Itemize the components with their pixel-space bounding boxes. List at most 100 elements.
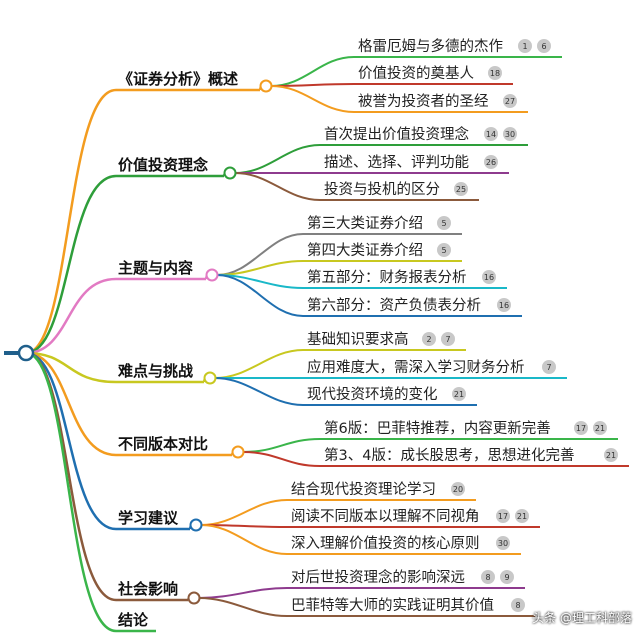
branch-connector	[25, 88, 117, 355]
branch-node	[187, 591, 201, 605]
leaf-label: 第五部分：财务报表分析	[307, 268, 467, 286]
branch-node	[189, 518, 203, 532]
leaf-connector	[214, 349, 304, 379]
citation-number: 8	[515, 601, 520, 610]
citation-number: 30	[505, 130, 515, 139]
branch-label: 价值投资理念	[118, 156, 208, 174]
leaf-connector	[200, 524, 288, 555]
leaf-label: 被誉为投资者的圣经	[358, 93, 489, 110]
citation-badge	[511, 598, 525, 612]
leaf-label: 首次提出价值投资理念	[324, 125, 469, 143]
leaf-label: 投资与投机的区分	[324, 181, 440, 198]
branch-connector	[25, 351, 117, 384]
citation-badge	[437, 216, 451, 230]
leaf-connector	[216, 274, 304, 317]
citation-badge	[500, 570, 514, 584]
citation-badge	[496, 509, 510, 523]
leaf-label: 描述、选择、评判功能	[324, 154, 469, 171]
branch-connector	[25, 277, 117, 355]
leaf-label: 格雷厄姆与多德的杰作	[358, 38, 503, 55]
leaf-connector	[198, 597, 288, 617]
citation-badge	[441, 332, 455, 346]
leaf-connector	[242, 438, 321, 453]
branch-label: 难点与挑战	[117, 362, 193, 380]
branch-label: 《证券分析》概述	[118, 70, 238, 88]
branch-connector	[25, 351, 117, 531]
branch-label: 结论	[118, 611, 149, 629]
citation-number: 5	[441, 219, 446, 228]
leaf-connector	[234, 172, 321, 201]
leaf-connector	[242, 451, 321, 467]
citation-number: 2	[426, 335, 431, 344]
citation-badge	[454, 182, 468, 196]
leaf-connector	[270, 56, 355, 87]
leaf-label: 应用难度大，需深入学习财务分析	[307, 358, 525, 376]
citation-number: 14	[486, 130, 496, 139]
citation-number: 21	[606, 451, 616, 460]
citation-badge	[496, 536, 510, 550]
branch-label: 社会影响	[117, 580, 178, 598]
citation-badge	[503, 94, 517, 108]
citation-badge	[481, 570, 495, 584]
citation-number: 17	[498, 512, 508, 521]
citation-number: 7	[445, 335, 450, 344]
citation-badge	[574, 421, 588, 435]
branch-node	[205, 268, 219, 282]
citation-number: 1	[522, 42, 527, 51]
citation-number: 25	[456, 185, 466, 194]
citation-number: 7	[546, 363, 551, 372]
branch-label: 主题与内容	[118, 259, 193, 277]
citation-number: 20	[453, 485, 463, 494]
leaf-connector	[234, 144, 321, 174]
citation-badge	[437, 243, 451, 257]
citation-badge	[537, 39, 551, 53]
citation-number: 30	[498, 539, 508, 548]
citation-badge	[482, 270, 496, 284]
citation-number: 26	[486, 158, 496, 167]
leaf-label: 第三大类证券介绍	[307, 214, 423, 232]
branch-connector	[25, 351, 117, 602]
citation-badge	[593, 421, 607, 435]
leaf-label: 价值投资的奠基人	[358, 65, 474, 82]
branch-node	[259, 79, 273, 93]
citation-badge	[452, 387, 466, 401]
leaf-label: 第6版：巴菲特推荐，内容更新完善	[324, 419, 551, 437]
citation-number: 21	[454, 390, 464, 399]
leaf-label: 对后世投资理念的影响深远	[291, 568, 465, 586]
citation-number: 8	[485, 573, 490, 582]
citation-badge	[604, 448, 618, 462]
citation-number: 21	[517, 512, 527, 521]
leaf-connector	[198, 587, 288, 599]
leaf-label: 现代投资环境的变化	[307, 385, 438, 403]
root-node	[17, 344, 35, 362]
leaf-label: 深入理解价值投资的核心原则	[291, 535, 480, 552]
citation-badge	[518, 39, 532, 53]
leaf-connector	[214, 377, 304, 406]
branch-label: 不同版本对比	[118, 435, 208, 453]
branch-node	[203, 371, 217, 385]
citation-badge	[422, 332, 436, 346]
citation-badge	[484, 155, 498, 169]
branch-connector	[25, 351, 117, 633]
citation-number: 21	[595, 424, 605, 433]
leaf-connector	[200, 499, 288, 526]
branch-label: 学习建议	[118, 509, 179, 527]
branch-connector	[25, 174, 117, 355]
leaf-label: 第3、4版：成长股思考，思想进化完善	[324, 446, 574, 464]
branch-node	[223, 166, 237, 180]
citation-number: 27	[505, 97, 515, 106]
leaf-connector	[270, 85, 355, 113]
leaf-label: 结合现代投资理论学习	[291, 481, 436, 498]
citation-badge	[497, 298, 511, 312]
citation-badge	[451, 482, 465, 496]
citation-badge	[503, 127, 517, 141]
citation-badge	[484, 127, 498, 141]
citation-number: 17	[576, 424, 586, 433]
branch-connector	[25, 351, 117, 457]
citation-number: 16	[484, 273, 494, 282]
leaf-label: 基础知识要求高	[307, 331, 409, 348]
citation-number: 6	[541, 42, 546, 51]
leaf-label: 第四大类证券介绍	[307, 241, 423, 259]
citation-badge	[515, 509, 529, 523]
